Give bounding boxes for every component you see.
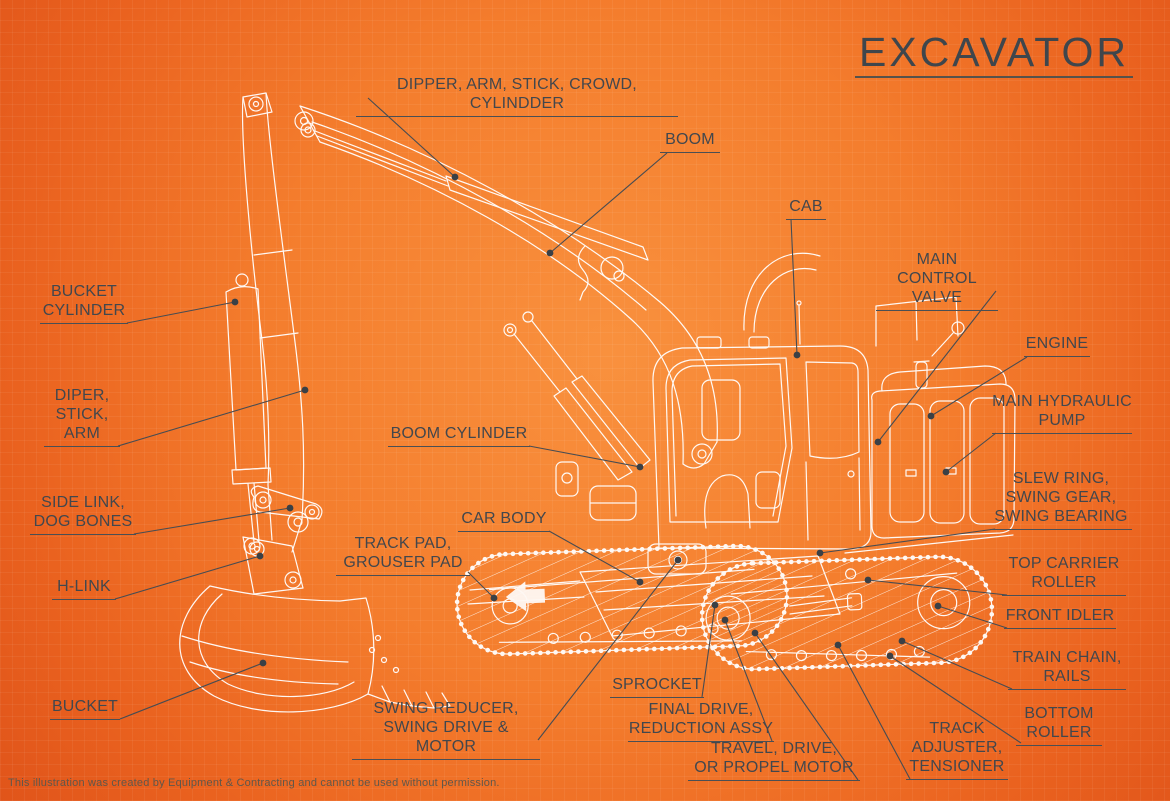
label-slew-ring: SLEW RING, SWING GEAR, SWING BEARING bbox=[990, 469, 1132, 530]
car-body-frame bbox=[467, 534, 1014, 637]
label-front-idler: FRONT IDLER bbox=[1004, 606, 1116, 629]
label-top-carrier-roller: TOP CARRIER ROLLER bbox=[1002, 554, 1126, 596]
label-travel-drive: TRAVEL, DRIVE, OR PROPEL MOTOR bbox=[688, 739, 860, 781]
label-boom-cylinder: BOOM CYLINDER bbox=[388, 424, 530, 447]
label-bucket-cylinder: BUCKET CYLINDER bbox=[40, 282, 128, 324]
label-track-adjuster: TRACK ADJUSTER, TENSIONER bbox=[906, 719, 1008, 780]
machine-linework bbox=[179, 92, 1016, 713]
label-sprocket: SPROCKET bbox=[610, 675, 704, 698]
stick-cylinder-drawing bbox=[300, 122, 649, 261]
bucket-drawing bbox=[179, 585, 451, 713]
label-car-body: CAR BODY bbox=[458, 509, 550, 532]
page-title: EXCAVATOR bbox=[855, 30, 1133, 78]
label-main-hydraulic-pump: MAIN HYDRAULIC PUMP bbox=[992, 392, 1132, 434]
boom-drawing bbox=[294, 105, 718, 469]
label-main-control-valve: MAIN CONTROL VALVE bbox=[876, 250, 998, 311]
cab-drawing bbox=[652, 300, 872, 550]
label-final-drive: FINAL DRIVE, REDUCTION ASSY bbox=[628, 700, 774, 742]
label-bottom-roller: BOTTOM ROLLER bbox=[1016, 704, 1102, 746]
label-bucket: BUCKET bbox=[50, 697, 120, 720]
near-track bbox=[699, 554, 995, 672]
label-engine: ENGINE bbox=[1024, 334, 1090, 357]
linkage-drawing bbox=[242, 485, 323, 595]
label-diper-stick-arm: DIPER, STICK, ARM bbox=[44, 386, 120, 447]
label-h-link: H-LINK bbox=[52, 577, 116, 600]
label-side-link: SIDE LINK, DOG BONES bbox=[30, 493, 136, 535]
attribution-text: This illustration was created by Equipme… bbox=[8, 777, 500, 789]
label-track-pad: TRACK PAD, GROUSER PAD bbox=[336, 534, 470, 576]
label-boom: BOOM bbox=[660, 130, 720, 153]
bucket-cylinder-drawing bbox=[225, 273, 272, 557]
leader-lines bbox=[114, 97, 1028, 781]
boom-cylinders-drawing bbox=[503, 311, 651, 481]
label-swing-reducer: SWING REDUCER, SWING DRIVE & MOTOR bbox=[352, 699, 540, 760]
hydraulic-hoses-drawing bbox=[555, 245, 821, 521]
label-dipper-arm-stick-crowd-cylinder: DIPPER, ARM, STICK, CROWD, CYLINDDER bbox=[356, 75, 678, 117]
stick-arm-drawing bbox=[241, 92, 309, 553]
label-train-chain: TRAIN CHAIN, RAILS bbox=[1008, 648, 1126, 690]
leader-dots bbox=[231, 173, 950, 667]
label-cab: CAB bbox=[786, 197, 826, 220]
